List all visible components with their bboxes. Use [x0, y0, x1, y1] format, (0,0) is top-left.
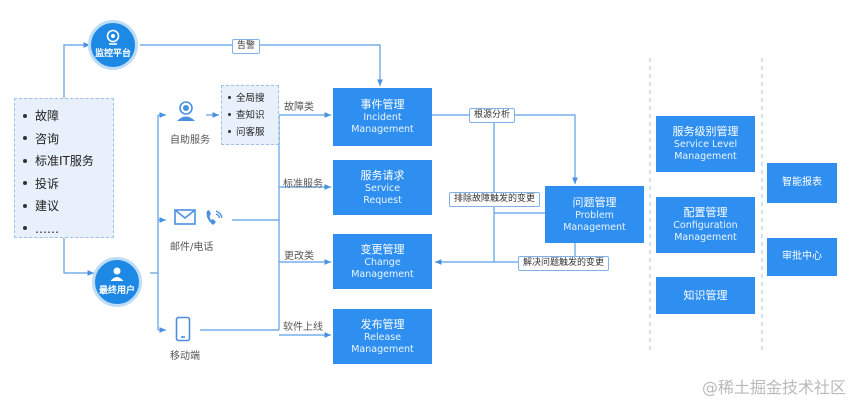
mobile-phone-icon	[175, 316, 191, 342]
fault-change-tag: 排除故障触发的变更	[449, 192, 541, 207]
request-type-item: 咨询	[21, 128, 113, 151]
user-icon	[110, 267, 124, 281]
service-request-box: 服务请求 Service Request	[333, 160, 432, 215]
watermark: @稀土掘金技术社区	[701, 378, 846, 397]
mail-icon	[174, 209, 196, 225]
self-service-option: 全局搜	[228, 90, 278, 107]
problem-management-box: 问题管理 Problem Management	[545, 186, 644, 243]
approval-center-box: 审批中心	[767, 238, 837, 276]
configuration-management-box: 配置管理 Configuration Management	[656, 197, 755, 253]
mobile-label: 移动端	[170, 351, 200, 362]
phone-icon	[206, 210, 223, 225]
request-types-box: 故障 咨询 标准IT服务 投诉 建议 ……	[14, 98, 114, 238]
monitor-platform-node: 监控平台	[88, 20, 138, 70]
standard-flow-label: 标准服务	[283, 179, 323, 190]
mail-phone-label: 邮件/电话	[170, 242, 214, 253]
self-service-option: 查知识	[228, 107, 278, 124]
problem-change-tag: 解决问题触发的变更	[518, 256, 610, 271]
request-type-item: 标准IT服务	[21, 150, 113, 173]
end-user-node: 最终用户	[92, 257, 142, 307]
request-type-item: ……	[21, 218, 113, 241]
release-management-box: 发布管理 Release Management	[333, 309, 432, 364]
end-user-label: 最终用户	[98, 286, 135, 296]
monitor-platform-label: 监控平台	[94, 49, 131, 59]
change-management-box: 变更管理 Change Management	[333, 234, 432, 289]
fault-flow-label: 故障类	[284, 102, 314, 113]
customer-service-icon	[177, 101, 195, 121]
release-flow-label: 软件上线	[283, 322, 323, 333]
smart-report-box: 智能报表	[767, 163, 837, 203]
alert-tag: 告警	[232, 39, 261, 54]
change-flow-label: 更改类	[284, 251, 314, 262]
self-service-label: 自助服务	[170, 135, 210, 146]
request-type-item: 故障	[21, 105, 113, 128]
service-level-management-box: 服务级别管理 Service Level Management	[656, 116, 755, 172]
self-service-options: 全局搜 查知识 问客服	[221, 85, 279, 145]
root-cause-tag: 根源分析	[469, 108, 516, 123]
incident-management-box: 事件管理 Incident Management	[333, 88, 432, 146]
request-type-item: 建议	[21, 195, 113, 218]
request-type-item: 投诉	[21, 173, 113, 196]
self-service-option: 问客服	[228, 124, 278, 141]
knowledge-management-box: 知识管理	[656, 277, 755, 314]
webcam-icon	[106, 29, 120, 45]
